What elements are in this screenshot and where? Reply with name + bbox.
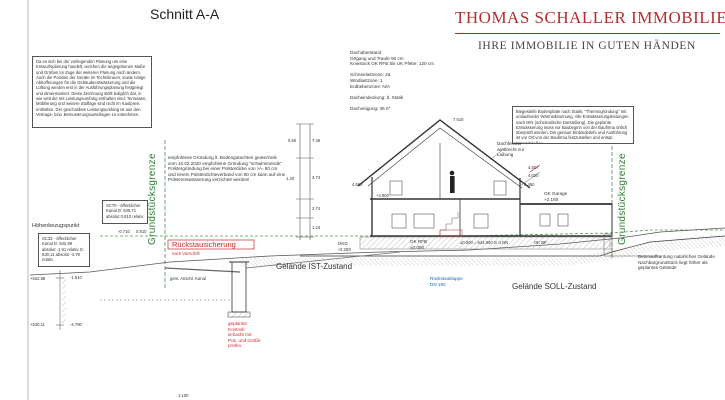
brand-divider [455, 33, 720, 34]
sc33-box: SC33 - öffentlicher Kanal D: 532.99 abso… [38, 233, 90, 267]
rfb-absolute: ±0.000 = 534.900 m ü.NN [460, 240, 509, 245]
backflow-sub: nach Vorschrift [172, 251, 200, 256]
ground-target-label: Gelände SOLL-Zustand [512, 282, 597, 291]
roof-note: Dachüberstand Ortgang und Traufe 50 cm K… [350, 50, 434, 111]
rel-elevation-530: -4.790 [70, 322, 82, 327]
eave-right-elevation: 4.450 [524, 182, 535, 187]
flap-note: Rückstauklappe DN 150 [430, 276, 463, 287]
drawing-title: Schnitt A-A [150, 6, 220, 22]
height-reference-label: Höhenbezugspunkt [32, 223, 80, 229]
abs-elevation-530: +530.11 [30, 322, 45, 327]
left-boundary-label: Grundstücksgrenze [147, 153, 158, 245]
manhole-note: geplanter Kontroll- schacht mit Pos. und… [228, 321, 261, 349]
dormer-note: Dachfenster windrecht zur Laibung [497, 141, 525, 158]
dimension-5: 0.60 [288, 138, 297, 143]
upper-floor-elevation: +2.900 [376, 193, 389, 198]
brand-tagline: IHRE IMMOBILIE IN GUTEN HÄNDEN [478, 40, 696, 52]
dimension-3: 2.74 [312, 206, 321, 211]
pipe-label: gem. Anschl. Kanal [170, 276, 206, 281]
roof-top-elevation: 7.610 [453, 117, 464, 122]
ground-left-elevation-2: 0.810 [136, 229, 147, 234]
eave-left-elevation: 4.500 [352, 182, 363, 187]
kniestock-dimension: 1.20 [286, 176, 295, 181]
bp-level: OK BP [534, 240, 547, 245]
abs-elevation-532: +532.88 [30, 276, 46, 281]
upper-right-elevation: 4.607 [528, 165, 539, 170]
dkg-level: DKG -0.260 [338, 241, 352, 252]
slab-note-box: Biegesteife Bodenplatte nach Statik, "Th… [512, 106, 634, 144]
foundation-note: empfohlene Gründung lt. Bodengutachten g… [168, 155, 286, 183]
ground-current-label: Gelände IST-Zustand [276, 262, 353, 271]
dimension-4: 1.24 [312, 225, 321, 230]
brand-name: THOMAS SCHALLER IMMOBILIEN [455, 8, 725, 27]
backflow-label: Rückstausicherung [172, 240, 236, 249]
right-ground-note: Betonaufkantung natürliches Gelände Nach… [638, 254, 715, 271]
rfb-level: OK RFB ±0.000 [410, 239, 428, 250]
scale-label: 1:100 [178, 393, 189, 398]
garage-level: OK Garage +2.160 [544, 191, 568, 202]
rel-elevation-532: -1.910 [70, 275, 82, 280]
disclaimer-box: Da es sich bei der vorliegenden Planung … [32, 56, 152, 128]
upper-right-elevation-2: 4.020 [528, 173, 539, 178]
right-boundary-label: Grundstücksgrenze [617, 153, 628, 245]
sc70-box: SC70 - öffentlicher Kanal D: 535.71 abso… [102, 200, 148, 224]
ground-left-elevation: -0.710 [118, 229, 130, 234]
dimension-2: 3.74 [312, 175, 321, 180]
dimension-1: 7.45 [312, 138, 321, 143]
